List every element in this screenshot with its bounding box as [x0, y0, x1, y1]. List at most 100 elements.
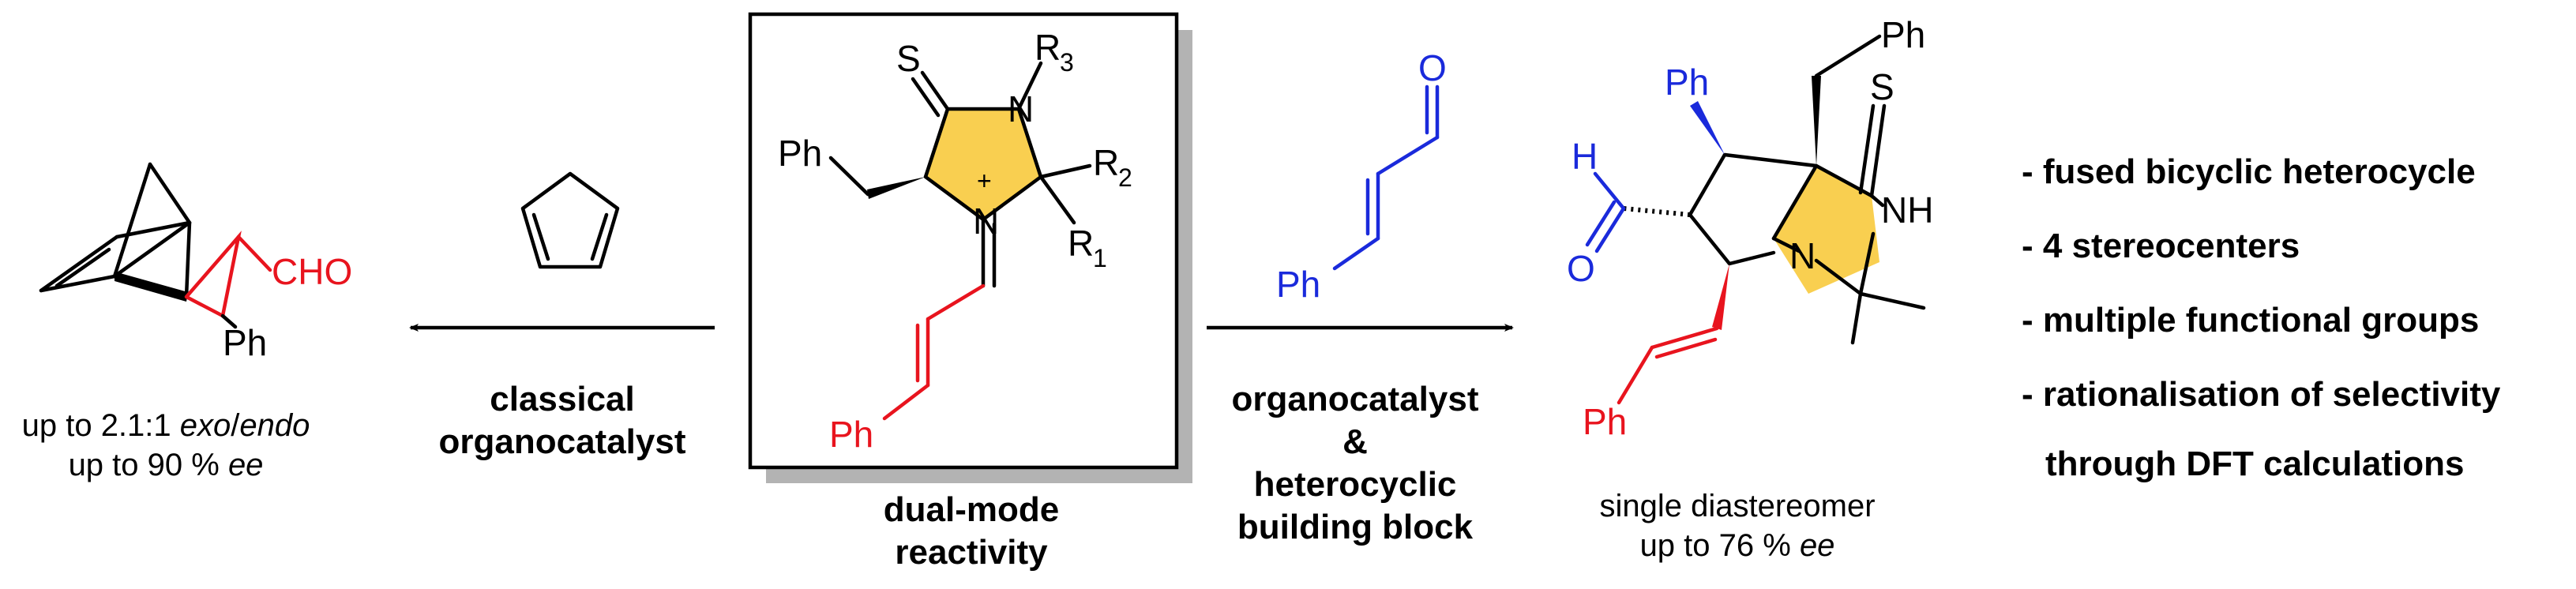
bicycle-bridge-2 — [148, 162, 192, 225]
bicycle-alkene-2 — [54, 247, 111, 288]
catalyst-r1-sub: 1 — [1093, 244, 1107, 272]
catalyst-chain-bond-1 — [926, 283, 986, 321]
cyclopentadiene-double-bond-2 — [531, 212, 550, 261]
ratio-prefix: up to 2.1:1 — [22, 408, 180, 443]
right-arrow-label-line3: heterocyclic — [1254, 465, 1457, 504]
catalyst-r3-sub: 3 — [1060, 48, 1074, 77]
product-styryl-ph-bond — [1617, 345, 1654, 405]
catalyst-r2-sub: 2 — [1118, 163, 1132, 192]
ph-bond — [220, 313, 238, 329]
cyclopropane-product-structure — [39, 162, 272, 329]
catalyst-r1-bond — [1038, 174, 1076, 225]
aldehyde-o-label: O — [1418, 47, 1447, 88]
catalyst-ph-red-label: Ph — [829, 414, 873, 455]
left-product-ratio: up to 2.1:1 exo/endo — [22, 408, 310, 443]
product-benzyl-bond — [1814, 34, 1882, 78]
cyclopentadiene-structure — [520, 171, 620, 269]
bicycle-bond-5 — [39, 274, 117, 293]
product-cho-h-bond — [1593, 171, 1626, 211]
catalyst-ph-label: Ph — [778, 133, 822, 174]
product-cho-o-bond — [1594, 206, 1626, 253]
product-cho-dash — [1623, 206, 1691, 217]
product-thione-bond — [1869, 103, 1887, 198]
product-ph-red-label: Ph — [1583, 401, 1627, 442]
catalyst-plus-label: + — [977, 167, 992, 195]
product-methyl-1 — [1858, 291, 1926, 310]
aldehyde-ph-label: Ph — [1276, 264, 1320, 305]
product-n-label: N — [1789, 235, 1816, 276]
catalyst-nplus-label: N — [973, 201, 999, 242]
catalyst-n-r3-bond — [1016, 61, 1043, 111]
product-ph-wedge — [1690, 101, 1725, 155]
highlight-item: - rationalisation of selectivity — [2022, 375, 2501, 414]
bicycle-bond-3 — [112, 220, 192, 279]
bicyclic-product-structure — [1585, 34, 1926, 405]
cyclopropane-ring — [184, 231, 242, 319]
product-nh-c2-bond — [1858, 231, 1876, 296]
bicycle-bond-4 — [115, 220, 192, 239]
cyclopentadiene-ring — [520, 171, 620, 269]
catalyst-benzyl-bond — [828, 156, 870, 197]
catalyst-thione-bond-2 — [911, 77, 941, 118]
left-product-ee: up to 90 % ee — [69, 448, 264, 482]
catalyst-s-label: S — [896, 38, 921, 79]
left-product-cho-label: CHO — [272, 251, 352, 292]
product-ph-top-label: Ph — [1881, 14, 1925, 55]
aldehyde-ph-bond — [1332, 236, 1380, 271]
catalyst-chain-bond-3 — [882, 383, 930, 421]
catalyst-r3-label: R — [1035, 27, 1061, 68]
highlight-item: - multiple functional groups — [2022, 301, 2479, 340]
product-s-label: S — [1870, 66, 1894, 107]
catalyst-caption-line1: dual-mode — [884, 490, 1059, 529]
right-arrow-label-line2: & — [1342, 422, 1368, 461]
ee-italic: ee — [228, 448, 264, 482]
product-n-c-bond — [1771, 236, 1801, 253]
product-nh-label: NH — [1881, 189, 1933, 231]
catalyst-structure: S N R 3 Ph R 2 R 1 + N Ph — [748, 12, 1192, 483]
catalyst-r2-label: R — [1093, 142, 1119, 183]
ratio-endo: endo — [239, 408, 310, 443]
catalyst-ring-fill — [926, 109, 1041, 219]
product-c2-n-bond — [1814, 258, 1863, 296]
cho-bond — [236, 234, 272, 272]
product-ee-italic: ee — [1800, 528, 1835, 563]
product-styryl-wedge — [1712, 264, 1729, 330]
catalyst-r2-bond — [1038, 163, 1092, 179]
catalyst-n-label: N — [1008, 88, 1034, 129]
highlights-list: - fused bicyclic heterocycle - 4 stereoc… — [2022, 152, 2501, 483]
bicycle-bold-bond — [115, 272, 188, 302]
product-methyl-2 — [1850, 291, 1863, 345]
product-benzyl-wedge — [1812, 76, 1821, 166]
left-arrow-label-line1: classical — [490, 380, 635, 418]
product-pyrrolidine-ring — [1688, 152, 1819, 266]
cyclopentadiene-double-bond-1 — [590, 212, 609, 261]
catalyst-box — [748, 12, 1179, 470]
right-arrow-label-line1: organocatalyst — [1232, 380, 1479, 418]
product-caption-line2: up to 76 % ee — [1640, 528, 1835, 563]
bicycle-bond-6 — [184, 220, 192, 299]
product-ee-prefix: up to 76 % — [1640, 528, 1800, 563]
catalyst-caption-line2: reactivity — [895, 533, 1048, 572]
product-h-label: H — [1572, 136, 1598, 177]
product-ring-fill — [1774, 166, 1879, 294]
highlight-item: - 4 stereocenters — [2022, 227, 2300, 265]
catalyst-thione-bond — [920, 70, 950, 111]
bicycle-bridge-1 — [112, 162, 152, 279]
aldehyde-cc-bond — [1376, 135, 1440, 176]
ee-prefix: up to 90 % — [69, 448, 228, 482]
highlight-item: through DFT calculations — [2045, 445, 2464, 483]
product-thione-bond-2 — [1858, 103, 1876, 195]
left-product-ph-label: Ph — [223, 322, 267, 363]
catalyst-ring-bonds — [923, 107, 1043, 222]
highlight-item: - fused bicyclic heterocycle — [2022, 152, 2476, 191]
product-o-label: O — [1567, 248, 1595, 289]
left-arrow-label-line2: organocatalyst — [439, 422, 686, 461]
product-styryl-bond-2 — [1654, 337, 1718, 359]
catalyst-r1-label: R — [1068, 223, 1094, 264]
catalyst-stereo-wedge — [867, 177, 926, 199]
cinnamaldehyde-structure — [1332, 84, 1440, 271]
right-arrow-label-line4: building block — [1237, 508, 1474, 546]
ratio-exo: exo — [180, 408, 231, 443]
product-cho-o-bond-2 — [1585, 200, 1617, 247]
